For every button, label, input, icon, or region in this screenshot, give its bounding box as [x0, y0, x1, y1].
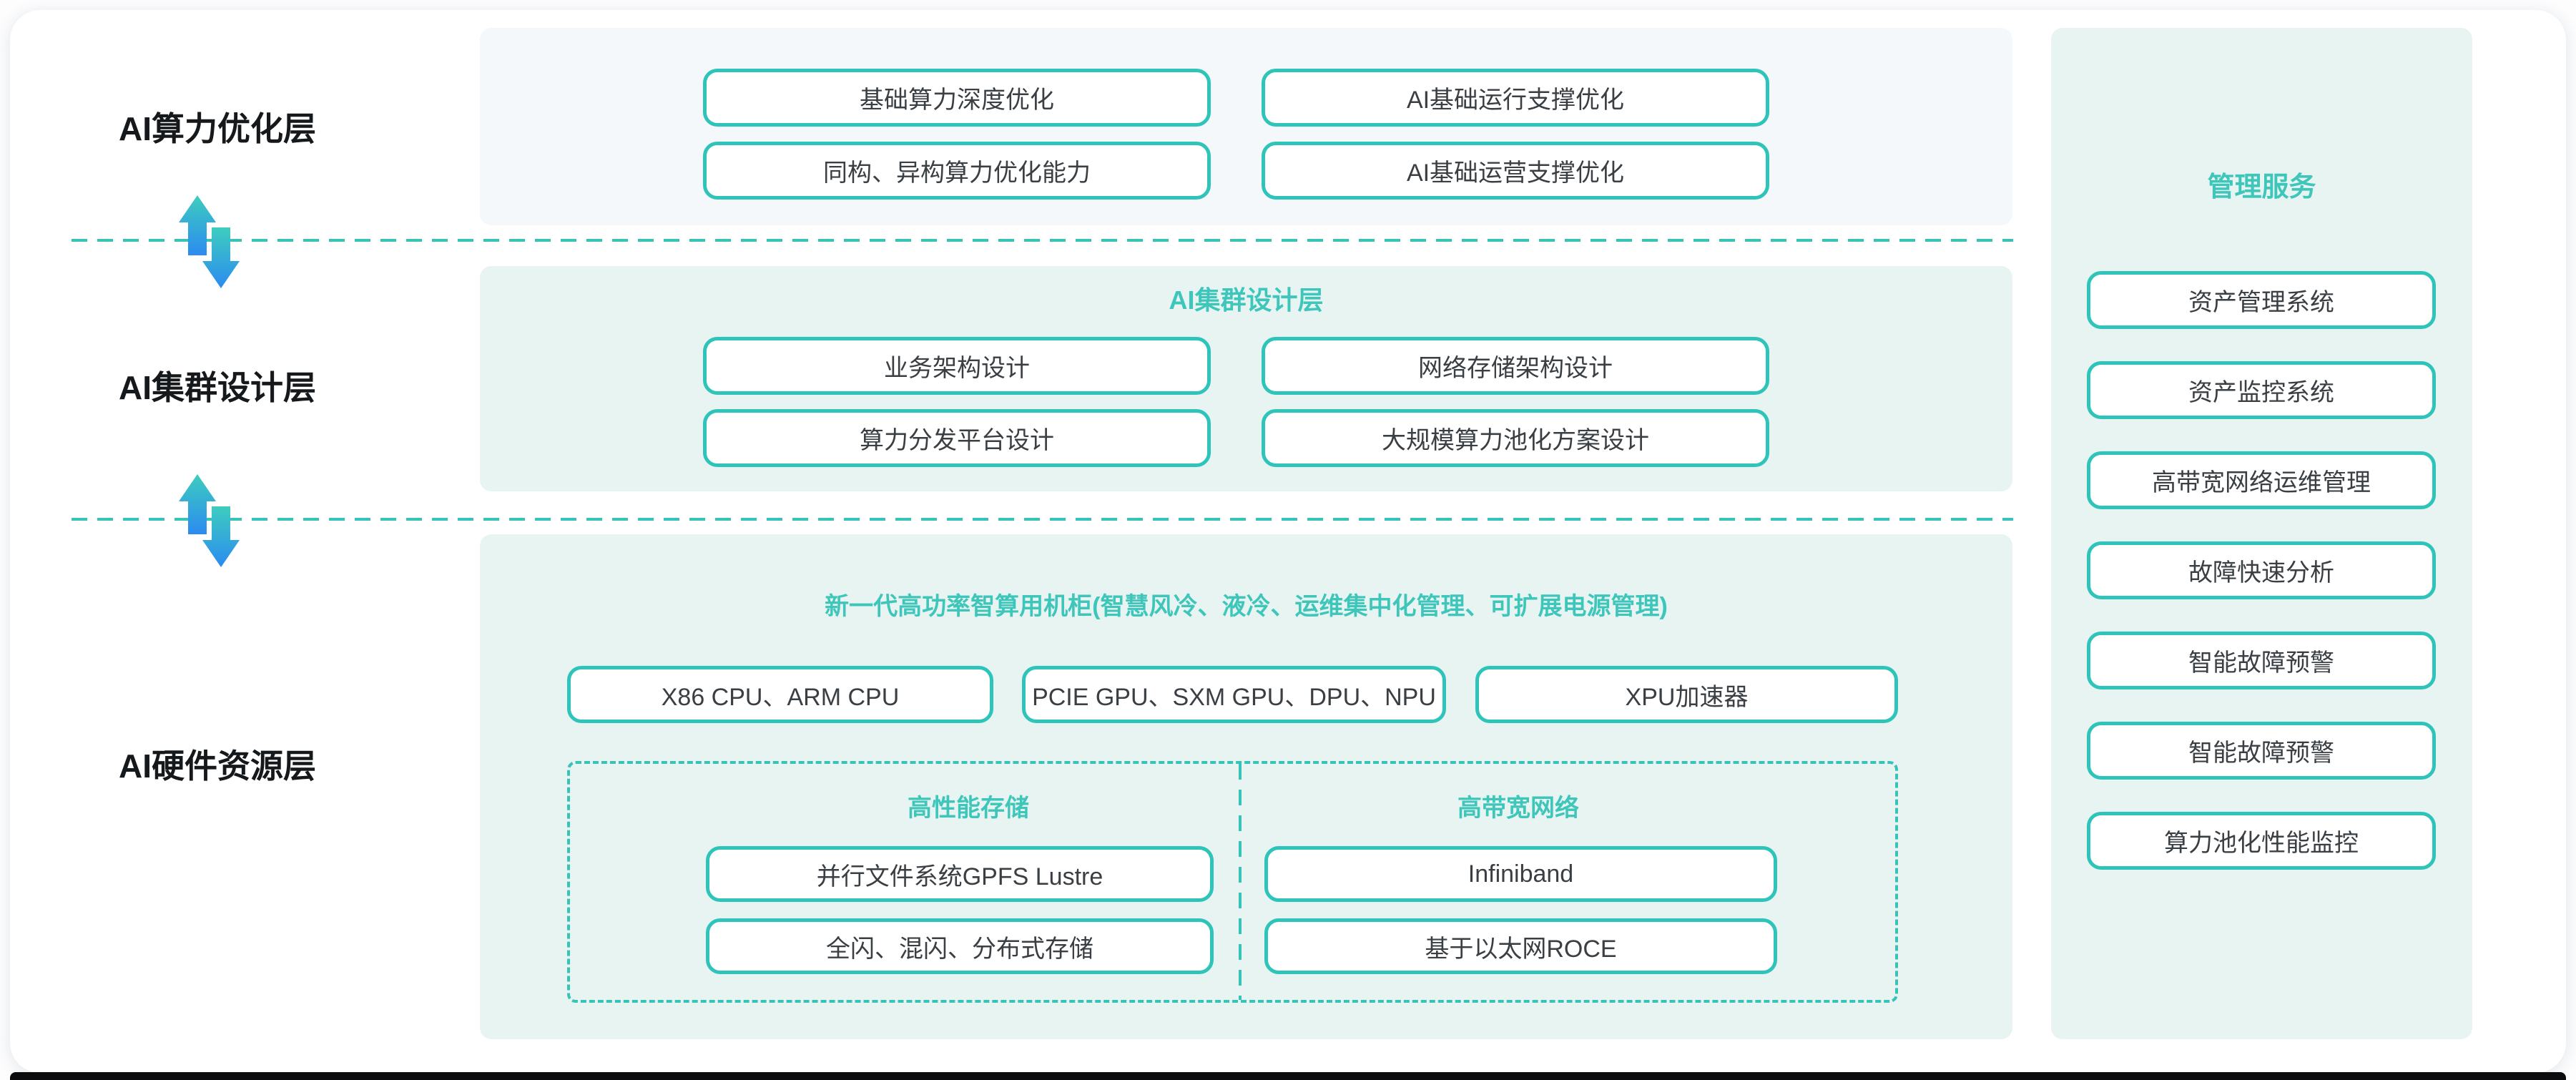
optimization-box: 同构、异构算力优化能力: [703, 142, 1211, 200]
management-box: 智能故障预警: [2087, 722, 2436, 780]
bottom-black-bar: [10, 1072, 2566, 1080]
cluster-box: 网络存储架构设计: [1262, 337, 1769, 395]
dashed-divider-1: [72, 239, 2013, 242]
management-box: 故障快速分析: [2087, 541, 2436, 599]
optimization-box: 基础算力深度优化: [703, 69, 1211, 127]
architecture-diagram-card: AI算力优化层 AI集群设计层 AI硬件资源层 基: [10, 10, 2566, 1073]
dashed-divider-2: [72, 518, 2013, 521]
optimization-box: AI基础运行支撑优化: [1262, 69, 1769, 127]
dashed-vertical-divider: [1239, 764, 1242, 1000]
compute-box: X86 CPU、ARM CPU: [567, 666, 993, 723]
management-box: 智能故障预警: [2087, 632, 2436, 689]
layer-label-hardware: AI硬件资源层: [119, 747, 316, 785]
management-panel: 管理服务 资产管理系统 资产监控系统 高带宽网络运维管理 故障快速分析 智能故障…: [2051, 28, 2472, 1039]
management-box: 资产监控系统: [2087, 361, 2436, 419]
layer-label-optimization: AI算力优化层: [119, 110, 316, 147]
compute-box: XPU加速器: [1475, 666, 1898, 723]
management-box: 高带宽网络运维管理: [2087, 451, 2436, 509]
storage-box: 全闪、混闪、分布式存储: [706, 918, 1214, 974]
management-box: 资产管理系统: [2087, 271, 2436, 329]
storage-group-title: 高性能存储: [908, 795, 1029, 822]
compute-box: PCIE GPU、SXM GPU、DPU、NPU: [1022, 666, 1446, 723]
network-group-title: 高带宽网络: [1457, 795, 1579, 822]
section-cluster: AI集群设计层 业务架构设计 网络存储架构设计 算力分发平台设计 大规模算力池化…: [480, 266, 2012, 491]
network-box: Infiniband: [1264, 846, 1777, 902]
management-panel-title: 管理服务: [2207, 172, 2316, 202]
section-optimization: 基础算力深度优化 AI基础运行支撑优化 同构、异构算力优化能力 AI基础运营支撑…: [480, 28, 2012, 225]
layer-label-cluster: AI集群设计层: [119, 369, 316, 406]
storage-box: 并行文件系统GPFS Lustre: [706, 846, 1214, 902]
cluster-box: 业务架构设计: [703, 337, 1211, 395]
hardware-section-title: 新一代高功率智算用机柜(智慧风冷、液冷、运维集中化管理、可扩展电源管理): [825, 593, 1668, 620]
cluster-box: 算力分发平台设计: [703, 409, 1211, 467]
network-box: 基于以太网ROCE: [1264, 918, 1777, 974]
updown-arrows-icon: [179, 474, 240, 567]
storage-network-group: 高性能存储 并行文件系统GPFS Lustre 全闪、混闪、分布式存储 高带宽网…: [567, 761, 1898, 1003]
section-hardware: 新一代高功率智算用机柜(智慧风冷、液冷、运维集中化管理、可扩展电源管理) X86…: [480, 534, 2012, 1039]
updown-arrows-icon: [179, 195, 240, 288]
cluster-section-title: AI集群设计层: [1169, 285, 1324, 315]
cluster-box: 大规模算力池化方案设计: [1262, 409, 1769, 467]
optimization-box: AI基础运营支撑优化: [1262, 142, 1769, 200]
management-box: 算力池化性能监控: [2087, 812, 2436, 870]
